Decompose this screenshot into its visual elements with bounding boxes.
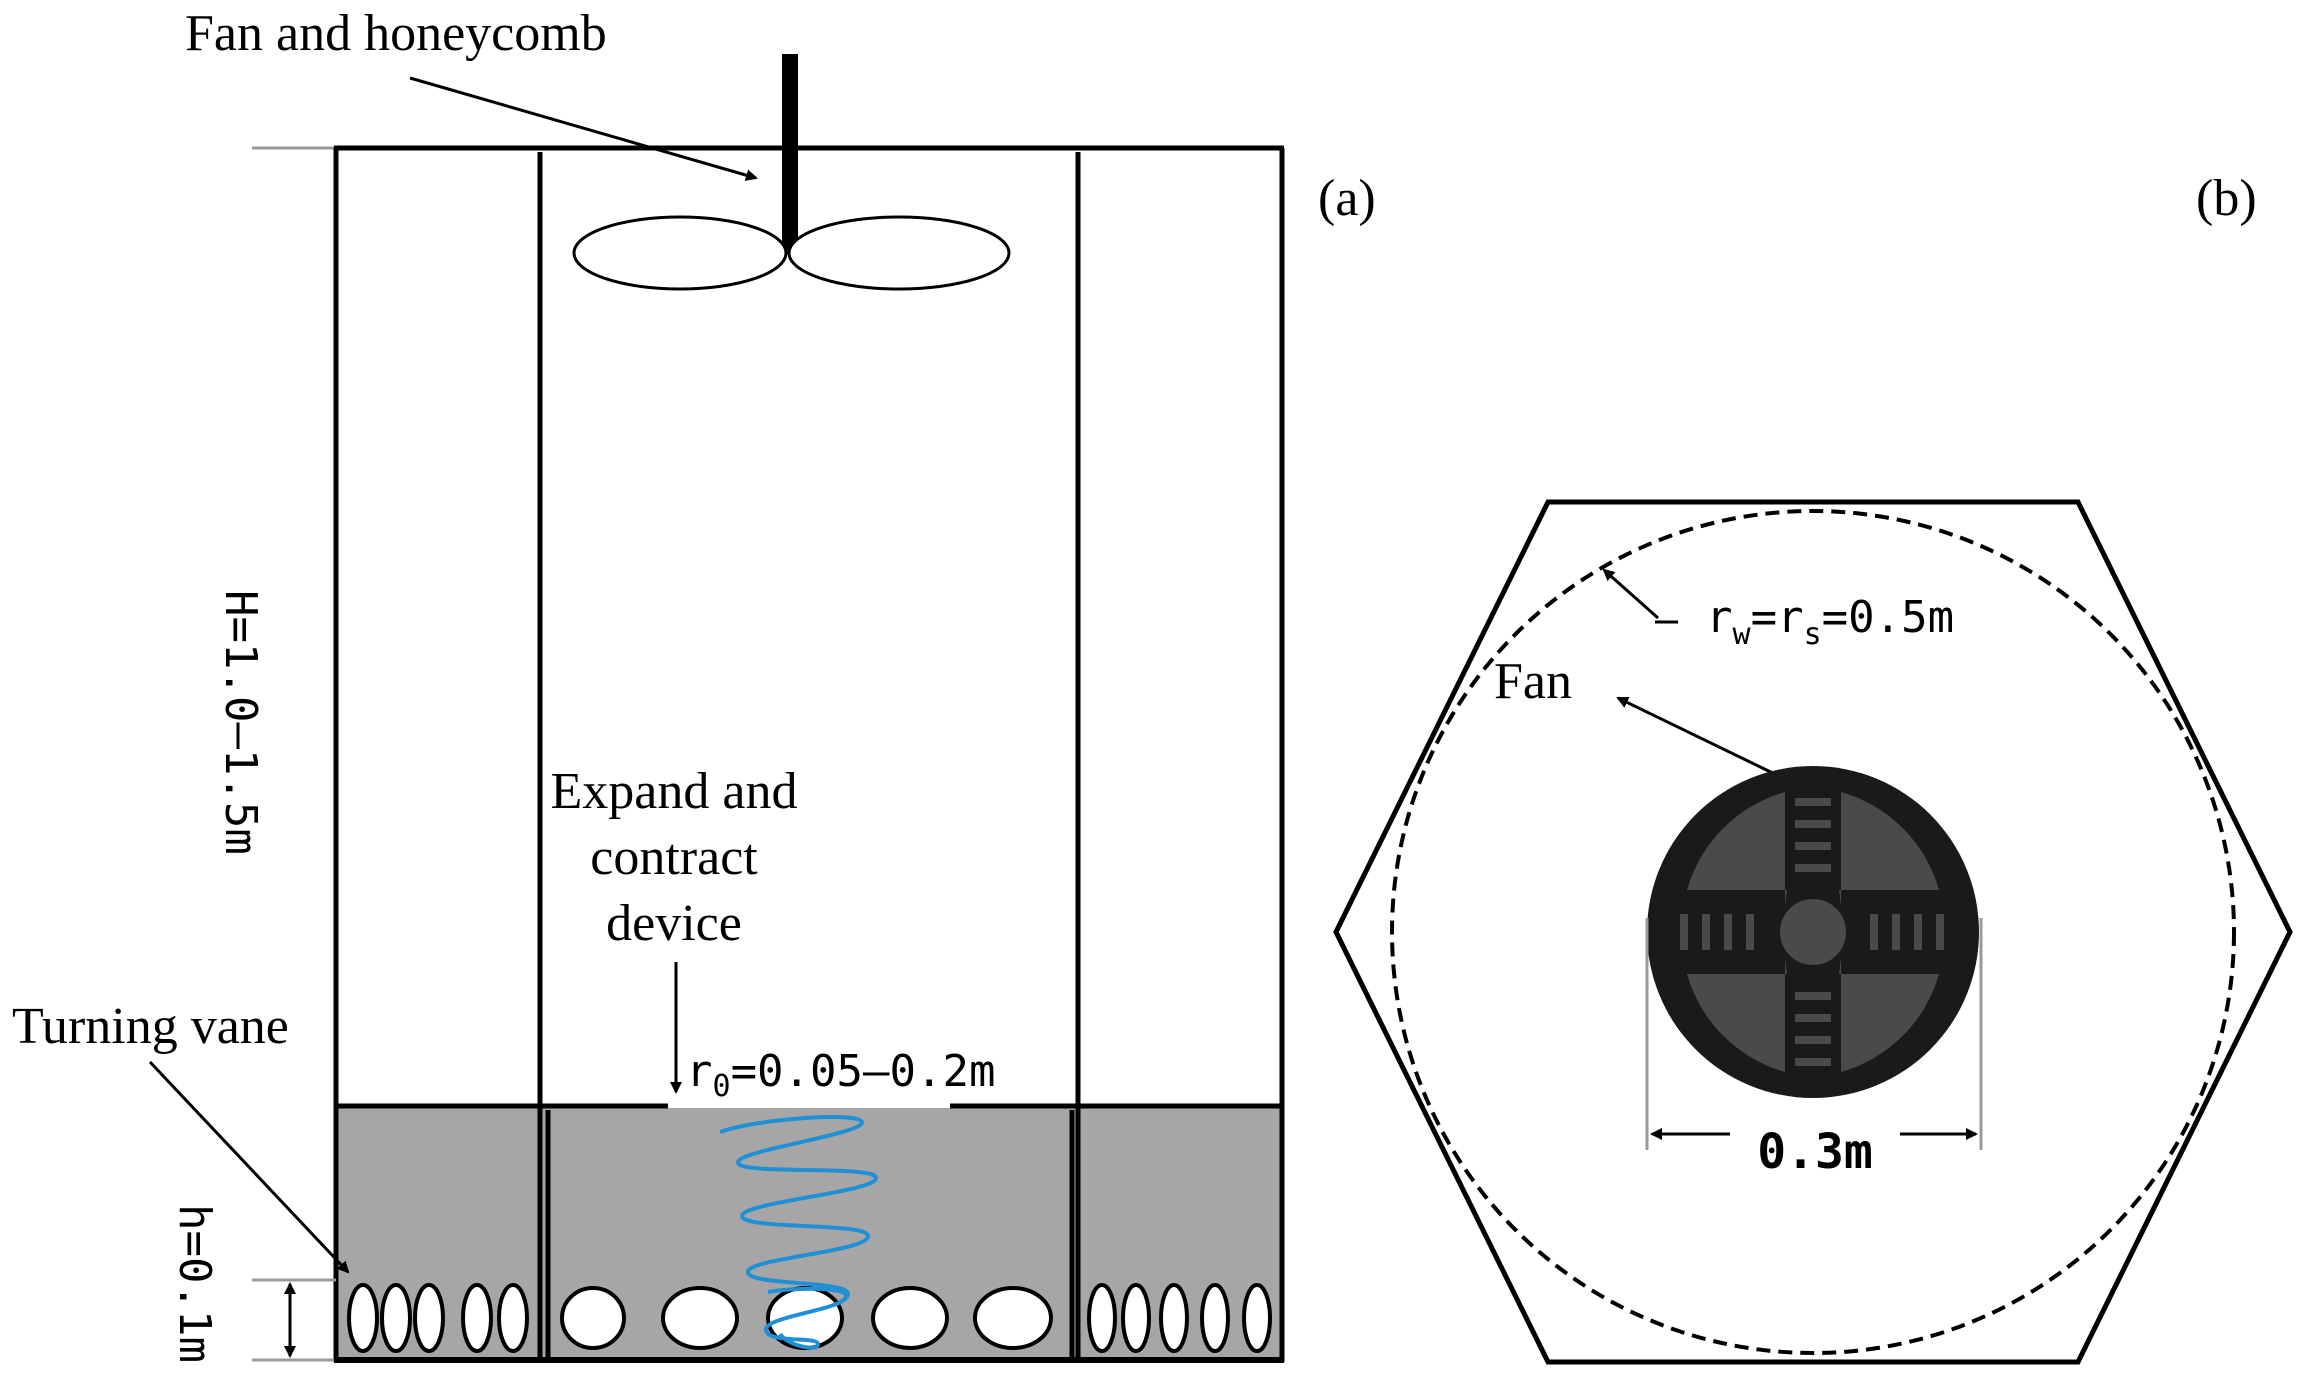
fan-spoke-slits bbox=[1680, 798, 1944, 1066]
vane bbox=[1159, 1283, 1189, 1353]
panel-a: Fan and honeycomb (a) H=1.0–1.5m Expand … bbox=[12, 5, 1376, 1363]
fan-blade-right bbox=[787, 215, 1011, 291]
fan-blade-quadrant bbox=[1687, 792, 1787, 906]
device-label-line2: contract bbox=[590, 829, 758, 886]
vane bbox=[347, 1283, 379, 1353]
dashed-circle bbox=[1390, 509, 2236, 1355]
turning-vanes-right bbox=[1087, 1283, 1272, 1353]
vane bbox=[413, 1283, 445, 1353]
fan-honeycomb-label: Fan and honeycomb bbox=[185, 5, 607, 62]
fan-label: Fan bbox=[1494, 653, 1572, 710]
vane bbox=[661, 1286, 739, 1350]
vane bbox=[461, 1283, 493, 1353]
panel-b-label: (b) bbox=[2196, 170, 2257, 227]
vane bbox=[973, 1286, 1053, 1350]
fan-blade-quadrant bbox=[1839, 958, 1939, 1072]
vane bbox=[1087, 1283, 1117, 1353]
fan-blade-quadrant bbox=[1687, 958, 1787, 1072]
fan-blade-quadrant bbox=[1839, 792, 1939, 906]
vane bbox=[871, 1286, 949, 1350]
vane bbox=[380, 1283, 412, 1353]
radius-r0-label: r0=0.05–0.2m bbox=[686, 1046, 995, 1104]
fan-top-view bbox=[1647, 766, 1979, 1098]
panel-b: (b) rw=rs=0.5m Fan bbox=[1333, 170, 2293, 1365]
vane bbox=[497, 1283, 529, 1353]
radius-rw-rs-label: rw=rs=0.5m bbox=[1706, 592, 1954, 652]
turning-vanes-center bbox=[560, 1286, 1053, 1350]
vane bbox=[1242, 1283, 1272, 1353]
vane bbox=[560, 1286, 626, 1350]
device-label-line3: device bbox=[606, 895, 742, 952]
turning-vanes-left bbox=[347, 1283, 529, 1353]
radius-leader bbox=[1602, 568, 1659, 620]
fan-label-arrow bbox=[409, 76, 758, 181]
fan-spoke-bottom bbox=[1787, 974, 1839, 1084]
hexagon-boundary bbox=[1333, 499, 2293, 1365]
spring-coil-front bbox=[764, 1286, 849, 1350]
turning-vane-arrow bbox=[148, 1060, 350, 1274]
turning-vane-label: Turning vane bbox=[12, 998, 289, 1055]
fan-hub bbox=[1774, 893, 1852, 971]
height-label: H=1.0–1.5m bbox=[215, 590, 266, 855]
panel-a-label: (a) bbox=[1318, 170, 1376, 227]
vane bbox=[1121, 1283, 1151, 1353]
fan-blade-left bbox=[572, 215, 788, 291]
fan-spoke-top bbox=[1787, 780, 1839, 890]
vane bbox=[1200, 1283, 1230, 1353]
device-label-line1: Expand and bbox=[551, 763, 798, 820]
small-h-label: h=0.1m bbox=[169, 1204, 220, 1363]
diameter-label: 0.3m bbox=[1757, 1124, 1873, 1180]
